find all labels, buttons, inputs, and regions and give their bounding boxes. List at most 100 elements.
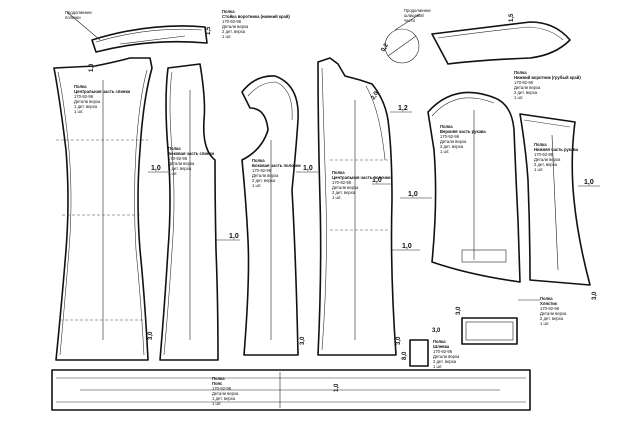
sleeve-upper-label-4: Детали верха [440,139,467,144]
belt-label-3: 170-92-96 [212,386,232,391]
front-center-piece: 1,0 Полка Центральная часть спинки 170-9… [53,57,154,361]
back-center-label-6: 1 шт. [332,195,341,200]
front-side-allowance: 1,0 [151,165,161,172]
back-center-label-4: Детали верха [332,185,359,190]
top-right-note-1: Продолжение [404,8,431,13]
side-panel-label-3: 170-92-96 [252,168,272,173]
sleeve-upper-label-6: 1 шт. [440,149,449,154]
sleeve-upper-label-5: 2 дет. верха [440,144,464,149]
sleeve-upper-piece: Полка Верхняя часть рукава 170-92-96 Дет… [400,91,521,283]
cuff-label-3: 170-92-96 [540,306,560,311]
pocket-label-1: Полка [433,339,446,344]
collar-allowance: 1,5 [206,26,212,35]
belt-label-4: Детали верха [212,391,239,396]
collar-top-label-1: Полка [514,70,527,75]
collar-top-label-5: 2 дет. верха [514,90,538,95]
sleeve-lower-label-6: 1 шт. [534,167,543,172]
collar-note-line2: полочки [65,15,81,20]
cuff-label-6: 1 шт. [540,321,549,326]
side-panel-allowance: 1,0 [303,165,313,172]
front-top-allowance: 1,0 [89,63,95,72]
back-allowance-20: 2,0 [371,90,381,101]
sleeve-lower-label-5: 2 дет. верха [534,162,558,167]
collar-top-piece: 0,2 Продолжение шлицевой части 1,5 Полка… [381,8,582,100]
pocket-label-5: 2 дет. верха [433,359,457,364]
pocket-piece: 3,0 8,0 3,0 Полка Шлевка 170-92-96 Детал… [402,296,567,369]
top-right-note-3: части [404,18,416,23]
front-side-label-4: Детали верха [168,161,195,166]
pocket-label-2: Шлевка [433,344,450,349]
cuff-label-1: Полка [540,296,553,301]
back-center-label-1: Полка [332,170,345,175]
collar-stand-label-5: 2 дет. верха [222,29,246,34]
small-height-allowance: 8,0 [402,351,408,360]
collar-note-line1: Продолжение [65,10,92,15]
collar-stand-label-4: Детали верха [222,24,249,29]
front-center-label-4: Детали верха [74,99,101,104]
front-center-label-5: 1 дет. верха [74,104,98,109]
front-center-label-3: 170-92-96 [74,94,94,99]
collar-top-label-2: Нижний воротник (грубый край) [514,75,581,80]
small-left-allowance: 3,0 [432,328,441,334]
sleeve-lower-label-1: Полка [534,142,547,147]
front-side-label-3: 170-92-96 [168,156,188,161]
sleeve-lower-label-3: 170-92-96 [534,152,554,157]
side-panel-label-6: 1 шт. [252,183,261,188]
collar-stand-piece: Продолжение полочки Полка Стойка воротни… [65,9,290,53]
top-right-note-2: шлицевой [404,13,424,18]
side-panel-label-2: Боковая часть полочки [252,163,301,168]
front-side-label-2: Боковая часть спинки [168,151,215,156]
sleeve-lower-label-4: Детали верха [534,157,561,162]
pocket-label-4: Детали верха [433,354,460,359]
collar-stand-label-2: Стойка воротника (нижний край) [222,14,290,19]
back-center-label-5: 2 дет. верха [332,190,356,195]
belt-piece: 1,0 Полка Пояс 170-92-96 Детали верха 1 … [51,369,531,411]
back-side-allowance: 1,0 [372,177,382,184]
sleeve-upper-label-2: Верхняя часть рукава [440,129,486,134]
side-panel-label-4: Детали верха [252,173,279,178]
front-side-lower-allowance: 1,0 [229,233,239,240]
cuff-label-2: Хлястик [540,301,558,306]
front-side-label-5: 2 дет. верха [168,166,192,171]
front-center-label-6: 1 шт. [74,109,83,114]
front-center-label-2: Центральная часть спинки [74,89,131,94]
collar-top-label-3: 170-92-96 [514,80,534,85]
sleeve-lower-allowance: 1,0 [584,179,594,186]
pocket-label-3: 170-92-96 [433,349,453,354]
ring-allowance: 0,2 [381,42,391,53]
collar-top-label-6: 1 шт. [514,95,523,100]
belt-allowance: 1,0 [334,383,340,392]
sleeve-allowance: 1,0 [408,191,418,198]
back-hem-allowance: 3,0 [396,336,402,345]
sleeve-lower-label-2: Нижняя часть рукава [534,147,579,152]
collar-stand-label-1: Полка [222,9,235,14]
collar-top-allowance: 1,5 [509,13,515,22]
front-side-label-1: Полка [168,146,181,151]
belt-label-2: Пояс [212,381,223,386]
sleeve-hem-allowance: 3,0 [592,291,598,300]
back-allowance-12: 1,2 [398,105,408,112]
belt-label-6: 1 шт. [212,401,221,406]
side-hem-allowance: 3,0 [300,336,306,345]
front-hem-allowance: 3,0 [148,331,154,340]
side-panel-label-5: 2 дет. верха [252,178,276,183]
sleeve-upper-label-1: Полка [440,124,453,129]
sleeve-lower-piece: Полка Нижняя часть рукава 170-92-96 Дета… [519,113,600,300]
cuff-label-5: 2 дет. верха [540,316,564,321]
side-panel-label-1: Полка [252,158,265,163]
cuff-label-4: Детали верха [540,311,567,316]
belt-label-1: Полка [212,376,225,381]
front-center-label-1: Полка [74,84,87,89]
back-center-piece: 2,0 1,2 Полка Центральная часть полочки … [317,57,420,356]
collar-top-label-4: Детали верха [514,85,541,90]
belt-label-5: 1 дет. верха [212,396,236,401]
back-center-label-2: Центральная часть полочки [332,175,391,180]
collar-stand-label-6: 1 шт. [222,34,231,39]
front-side-label-6: 1 шт. [168,171,177,176]
sleeve-upper-label-3: 170-92-96 [440,134,460,139]
small-right-allowance: 3,0 [456,306,462,315]
pocket-label-6: 1 шт. [433,364,442,369]
side-panel-piece: Полка Боковая часть полочки 170-92-96 Де… [241,75,318,356]
collar-stand-label-3: 170-92-96 [222,19,242,24]
